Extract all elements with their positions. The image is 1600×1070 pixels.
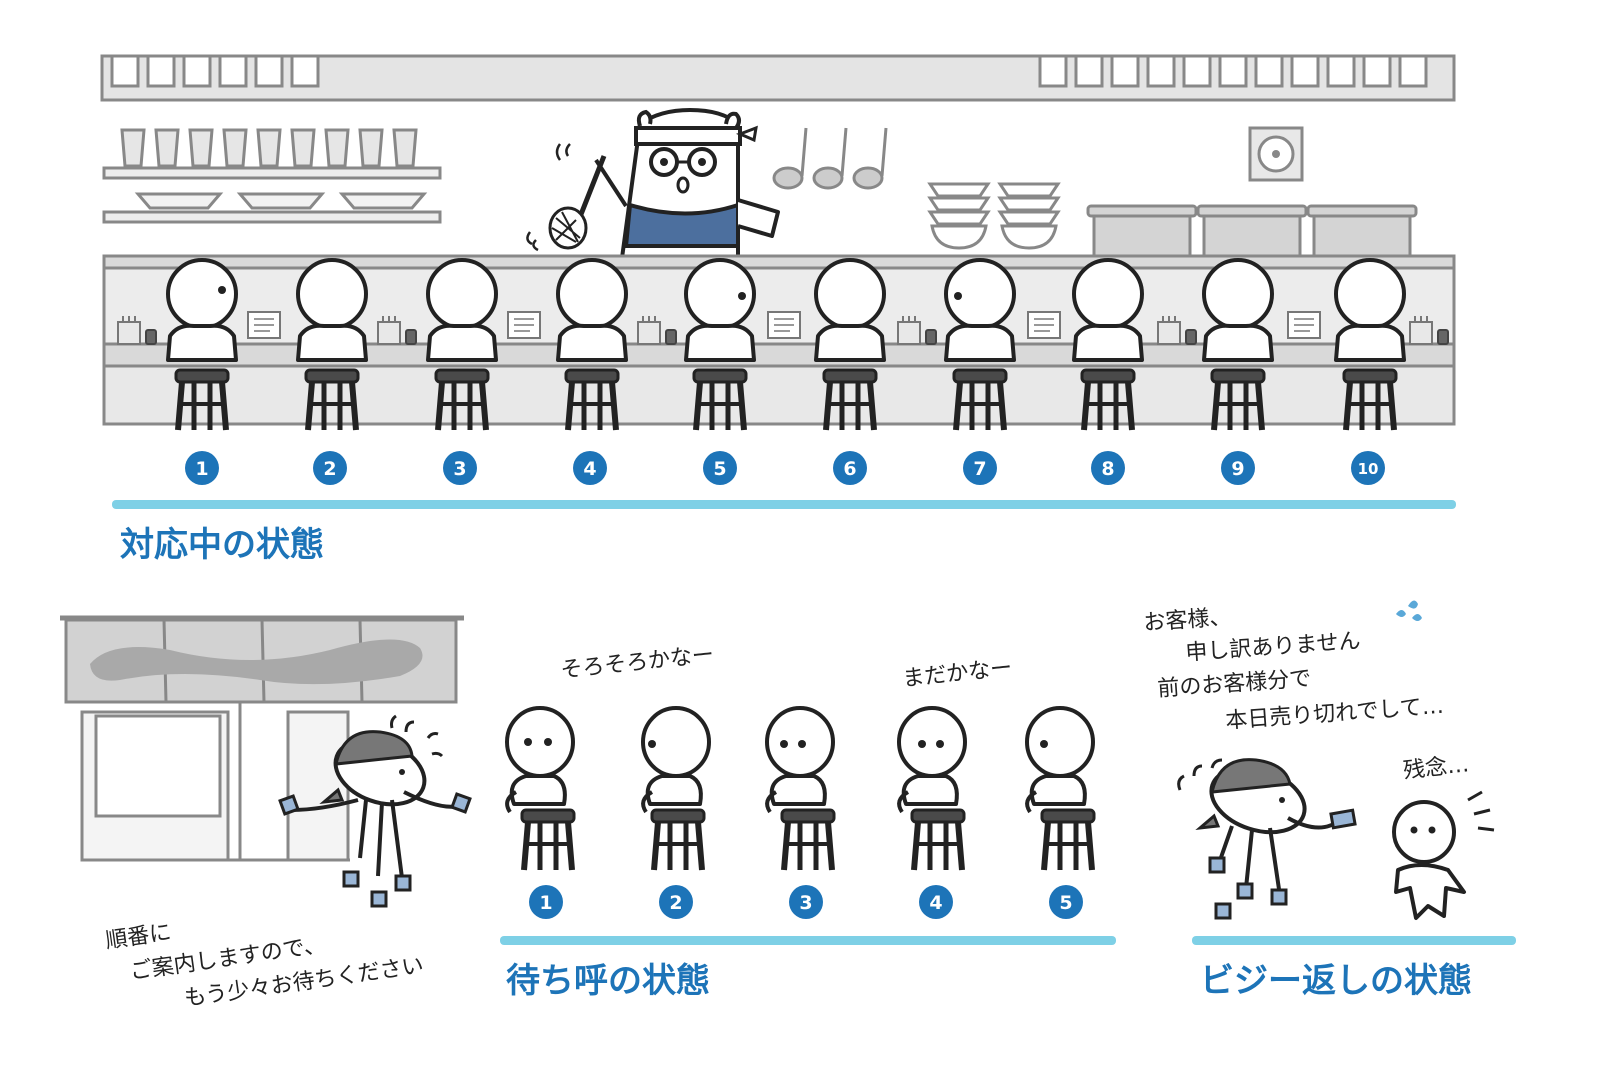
seat-7 xyxy=(944,258,1016,430)
waiting-caption: 待ち呼の状態 xyxy=(506,961,710,1001)
badge-2: 2 xyxy=(659,885,693,919)
bowl-stacks xyxy=(927,182,1061,250)
busy-state: お客様、 申し訳ありません 前のお客様分で 本日売り切れでして… xyxy=(1143,600,1516,1001)
seat-1 xyxy=(166,258,238,430)
waiting-seats xyxy=(505,706,1094,870)
speech-soro: そろそろかなー xyxy=(559,642,715,683)
sweat-drops-icon xyxy=(1396,600,1422,621)
badge-9: 9 xyxy=(1221,451,1255,485)
waiting-seat-4 xyxy=(897,706,967,870)
speech-line: お客様、 xyxy=(1143,605,1233,636)
badge-5: 5 xyxy=(1049,885,1083,919)
badge-label: 1 xyxy=(195,458,208,480)
speech-mada: まだかなー xyxy=(901,656,1013,692)
badge-3: 3 xyxy=(789,885,823,919)
serving-rule xyxy=(112,500,1456,509)
seat-10 xyxy=(1334,258,1406,430)
badge-label: 7 xyxy=(973,458,986,480)
busy-rule xyxy=(1192,936,1516,945)
serving-caption: 対応中の状態 xyxy=(120,525,324,565)
badge-label: 3 xyxy=(453,458,466,480)
waiting-seat-2 xyxy=(641,706,711,870)
waiting-seat-3 xyxy=(765,706,834,870)
waiting-state: 順番に ご案内しますので、 もう少々お待ちください そろそろかなー まだかなー … xyxy=(60,615,1116,1012)
seat-5 xyxy=(684,258,756,430)
waiting-number-badges: 1 2 3 4 5 xyxy=(529,885,1083,919)
badge-4: 4 xyxy=(919,885,953,919)
badge-7: 7 xyxy=(963,451,997,485)
badge-label: 10 xyxy=(1358,460,1379,478)
shop-interior: 1 2 3 4 5 6 7 8 9 10 対応中の状態 xyxy=(100,54,1456,565)
busy-staff-speech: お客様、 申し訳ありません 前のお客様分で 本日売り切れでして… xyxy=(1143,600,1445,734)
badge-6: 6 xyxy=(833,451,867,485)
chef-bear xyxy=(526,108,780,260)
speech-line: 本日売り切れでして… xyxy=(1225,694,1445,734)
busy-customer xyxy=(1392,790,1495,920)
waiting-seat-1 xyxy=(505,706,574,870)
speech-line: 前のお客様分で xyxy=(1157,666,1312,702)
seat-4 xyxy=(556,258,628,430)
badge-label: 3 xyxy=(799,892,812,914)
seat-3 xyxy=(426,258,498,430)
badge-label: 2 xyxy=(669,892,682,914)
waiting-rule xyxy=(500,936,1116,945)
badge-2: 2 xyxy=(313,451,347,485)
fan-icon xyxy=(1248,126,1304,182)
seat-9 xyxy=(1202,258,1274,430)
ladles xyxy=(772,127,888,190)
busy-caption: ビジー返しの状態 xyxy=(1200,961,1472,1001)
badge-3: 3 xyxy=(443,451,477,485)
serving-seats xyxy=(166,258,1406,430)
badge-1: 1 xyxy=(185,451,219,485)
speech-line: 申し訳ありません xyxy=(1185,629,1362,666)
staff-guide xyxy=(278,714,472,908)
seat-2 xyxy=(296,258,368,430)
pots xyxy=(1086,204,1418,258)
badge-4: 4 xyxy=(573,451,607,485)
speech-line: 順番に xyxy=(104,920,173,954)
shop-entrance xyxy=(60,615,464,862)
busy-staff xyxy=(1177,758,1357,920)
speech-zannen: 残念… xyxy=(1402,752,1470,784)
badge-label: 2 xyxy=(323,458,336,480)
badge-8: 8 xyxy=(1091,451,1125,485)
seat-6 xyxy=(814,258,886,430)
badge-label: 4 xyxy=(583,458,596,480)
badge-10: 10 xyxy=(1351,451,1385,485)
badge-label: 1 xyxy=(539,892,552,914)
badge-label: 8 xyxy=(1101,458,1114,480)
badge-label: 6 xyxy=(843,458,856,480)
waiting-seat-5 xyxy=(1025,706,1094,870)
serving-number-badges: 1 2 3 4 5 6 7 8 9 10 xyxy=(185,451,1385,485)
badge-label: 9 xyxy=(1231,458,1244,480)
badge-label: 5 xyxy=(1059,892,1072,914)
glass-shelf xyxy=(102,128,442,224)
badge-5: 5 xyxy=(703,451,737,485)
badge-1: 1 xyxy=(529,885,563,919)
seat-8 xyxy=(1072,258,1144,430)
badge-label: 5 xyxy=(713,458,726,480)
badge-label: 4 xyxy=(929,892,942,914)
